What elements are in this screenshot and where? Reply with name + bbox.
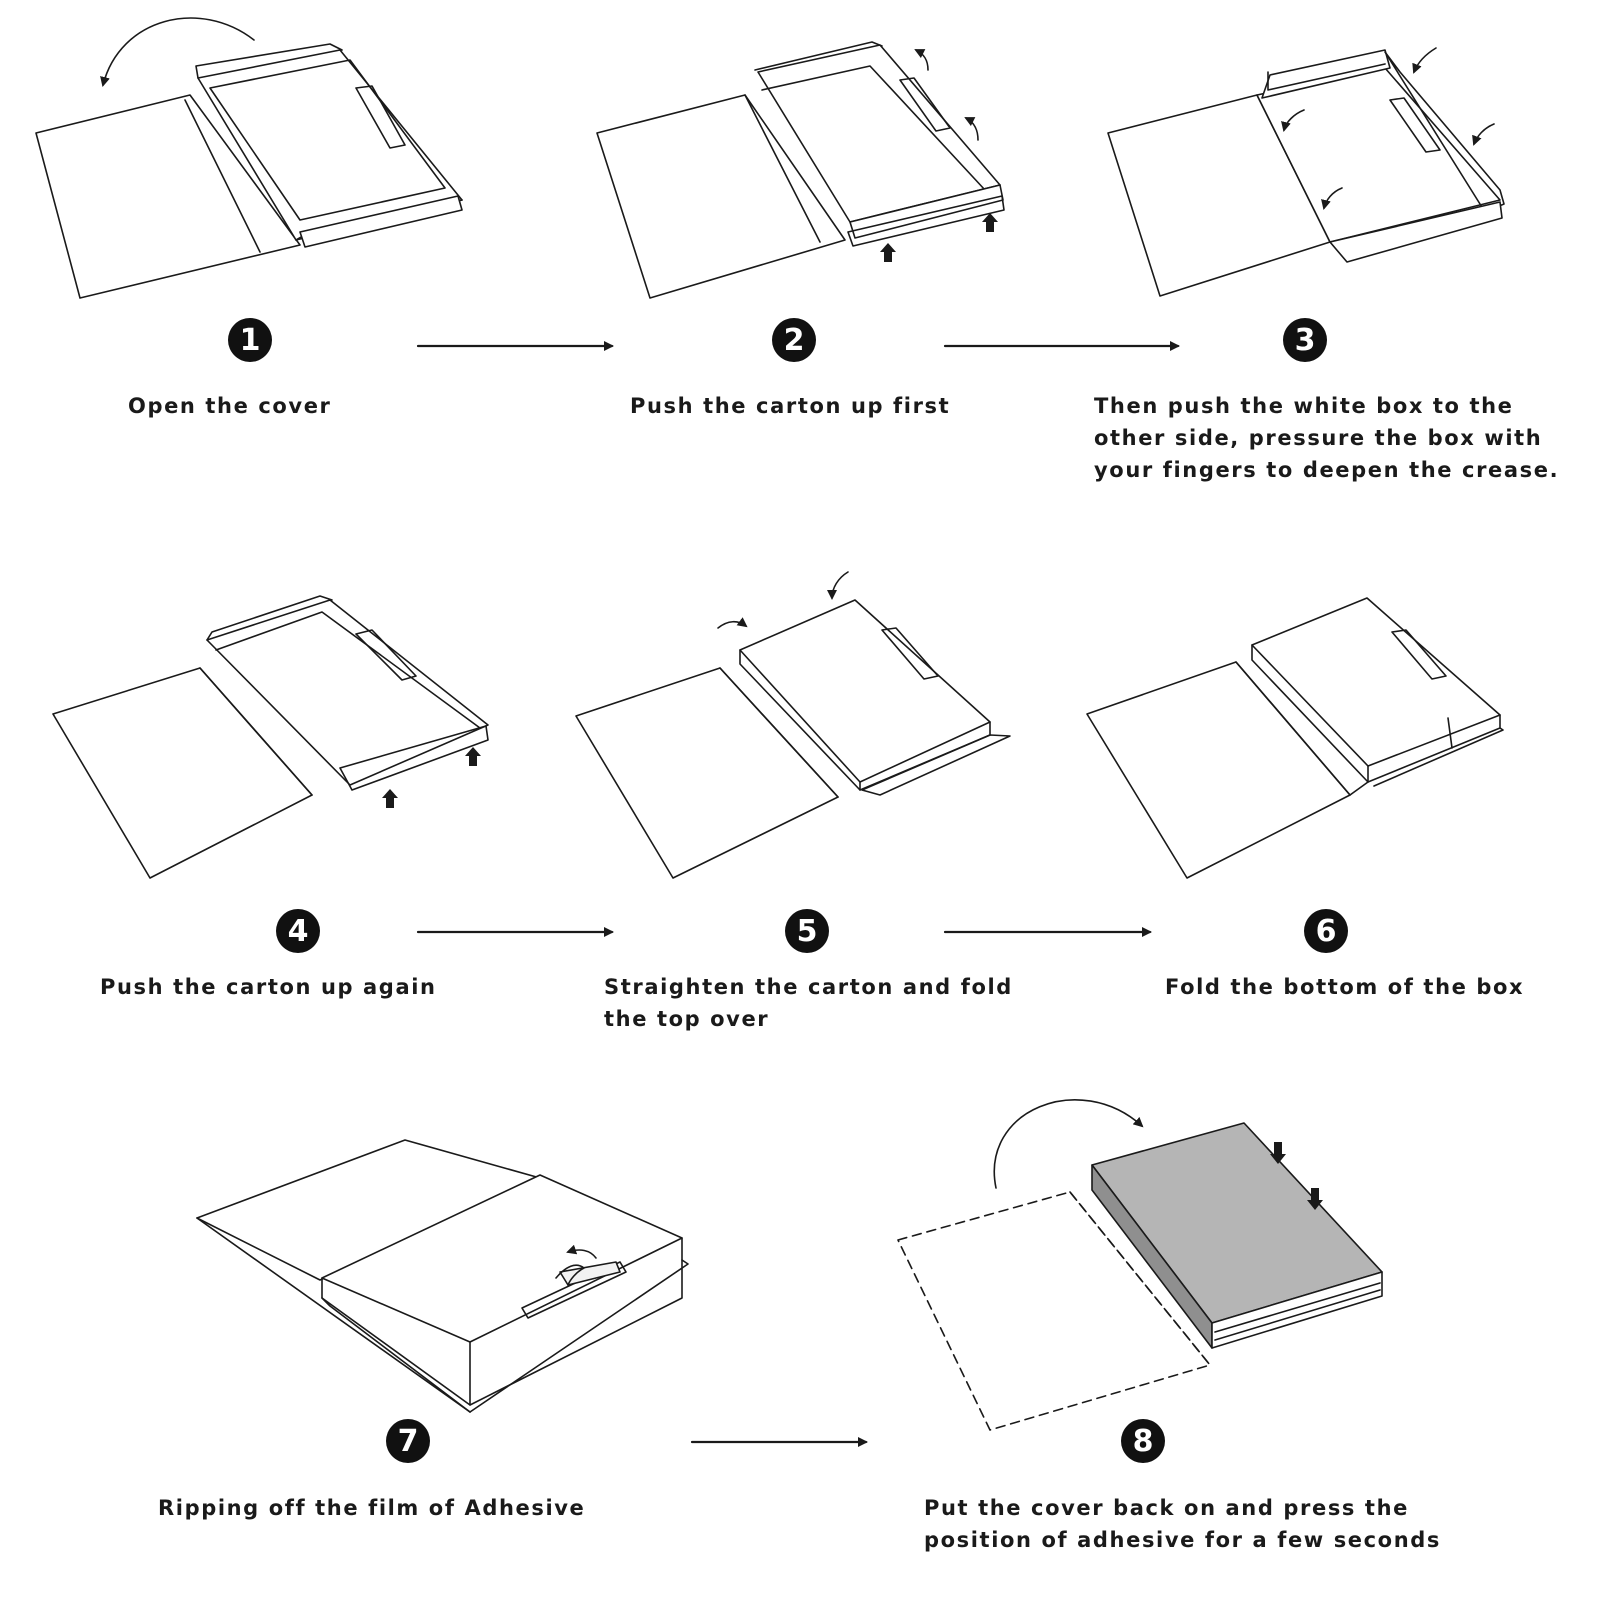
caption-line: Fold the bottom of the box (1165, 975, 1525, 999)
step-5-illustration (575, 571, 1011, 879)
step-7-illustration (196, 1139, 689, 1413)
step-2-illustration (596, 41, 1005, 299)
step-6-illustration (1086, 597, 1504, 879)
step-1-illustration (35, 17, 463, 299)
step-7-badge: 7 (386, 1419, 430, 1463)
step-8-badge: 8 (1121, 1419, 1165, 1463)
caption-line: the top over (604, 1007, 770, 1031)
step-3-illustration (1107, 47, 1505, 297)
caption-line: Push the carton up again (100, 975, 437, 999)
step-7-caption: Ripping off the film of Adhesive (158, 1492, 585, 1524)
caption-line: Push the carton up first (630, 394, 951, 418)
step-2-caption: Push the carton up first (630, 390, 950, 422)
caption-line: other side, pressure the box with (1094, 426, 1543, 450)
caption-line: Straighten the carton and fold (604, 975, 1013, 999)
step-3-badge: 3 (1283, 318, 1327, 362)
caption-line: Ripping off the film of Adhesive (158, 1496, 586, 1520)
caption-line: position of adhesive for a few seconds (924, 1528, 1441, 1552)
step-2-badge: 2 (772, 318, 816, 362)
step-4-badge: 4 (276, 909, 320, 953)
step-4-caption: Push the carton up again (100, 971, 437, 1003)
caption-line: Open the cover (128, 394, 332, 418)
caption-line: Put the cover back on and press the (924, 1496, 1409, 1520)
caption-line: Then push the white box to the (1094, 394, 1514, 418)
step-8-illustration (897, 1099, 1383, 1431)
step-1-badge: 1 (228, 318, 272, 362)
step-5-caption: Straighten the carton and fold the top o… (604, 971, 1013, 1035)
step-1-caption: Open the cover (128, 390, 332, 422)
step-8-caption: Put the cover back on and press the posi… (924, 1492, 1441, 1556)
step-6-caption: Fold the bottom of the box (1165, 971, 1524, 1003)
step-6-badge: 6 (1304, 909, 1348, 953)
step-3-caption: Then push the white box to the other sid… (1094, 390, 1559, 486)
step-5-badge: 5 (785, 909, 829, 953)
step-4-illustration (52, 595, 489, 879)
caption-line: your fingers to deepen the crease. (1094, 458, 1560, 482)
